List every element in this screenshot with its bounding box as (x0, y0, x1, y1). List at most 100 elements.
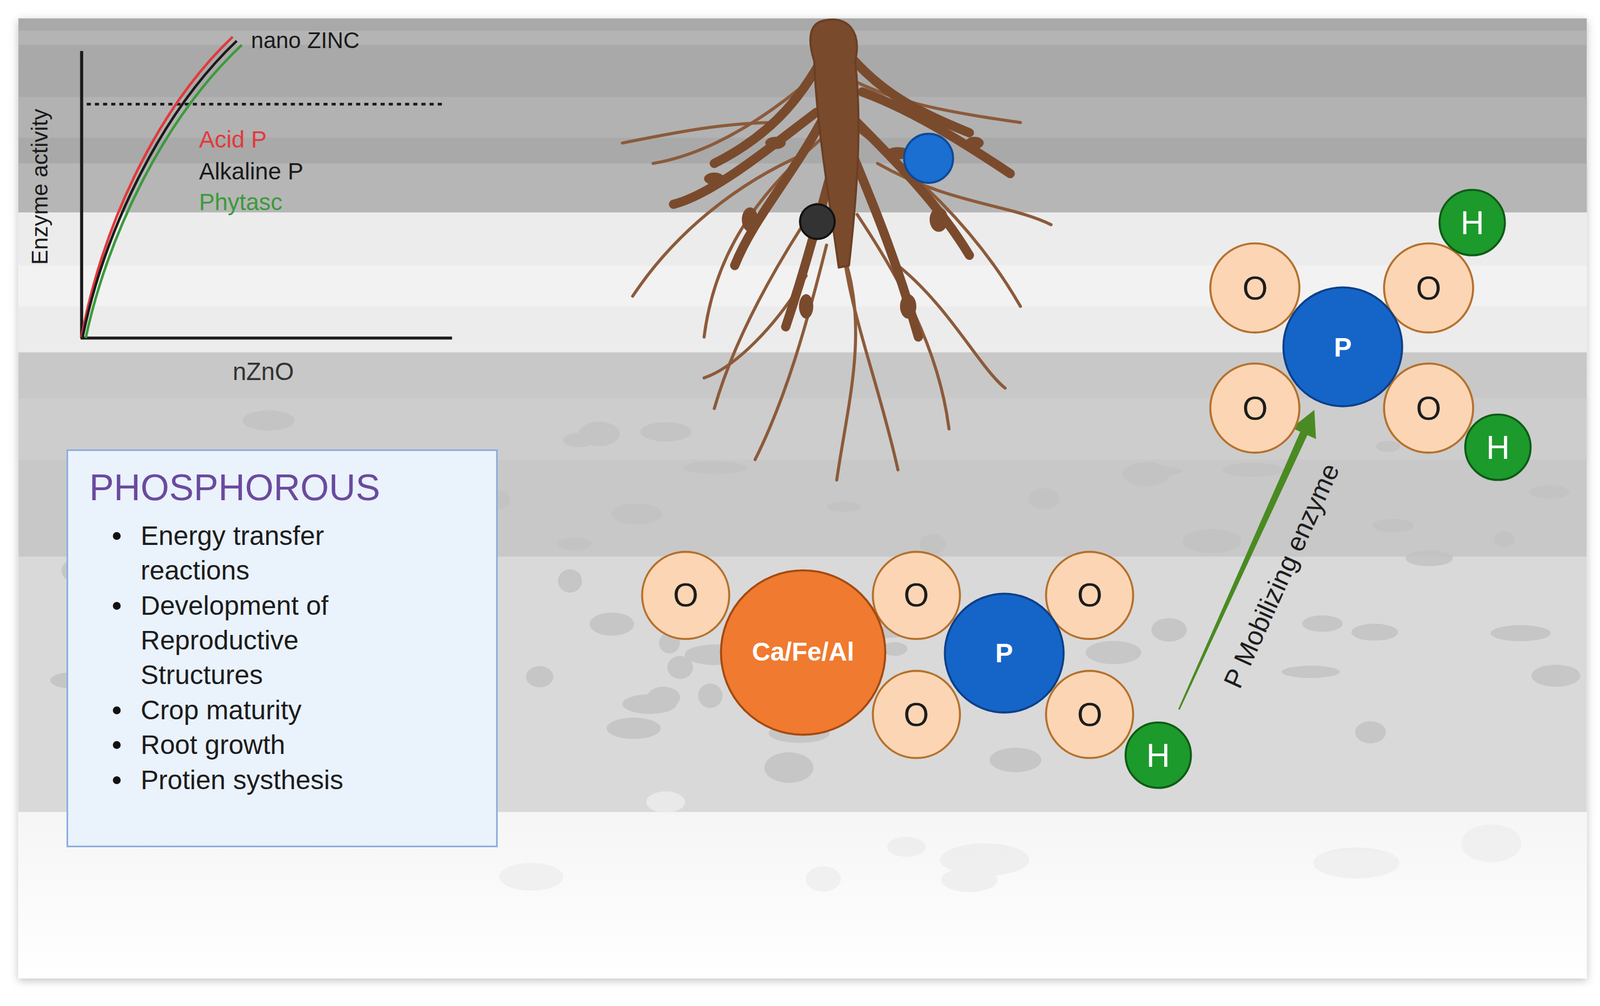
legend-text: Phytasc (198, 188, 283, 216)
phosphorus-atom: P (943, 591, 1066, 714)
atom-symbol: O (903, 695, 930, 733)
pebble (622, 693, 678, 714)
pebble (698, 683, 723, 708)
bullet-dot (112, 601, 121, 610)
pebble (1405, 550, 1454, 567)
pebble (611, 503, 663, 525)
enzyme-chart (80, 36, 452, 338)
atom-circle (1046, 670, 1134, 759)
pebble (1493, 531, 1515, 547)
atom-circle (1046, 551, 1134, 639)
atom-symbol: O (903, 575, 930, 614)
pebble (606, 717, 661, 739)
atom-symbol: P (994, 637, 1013, 669)
atom-circle (1383, 243, 1473, 332)
pebble (826, 501, 861, 512)
pebble (940, 867, 998, 892)
oxygen-atom: O (1208, 362, 1301, 454)
pebble (1461, 824, 1522, 863)
hydrogen-atom: H (1464, 413, 1532, 482)
bullet-text: Protien systhesis (140, 762, 344, 798)
legend-text: Acid P (198, 126, 267, 154)
atom-circle (720, 569, 885, 735)
plant-root (622, 19, 1051, 480)
pebble (589, 612, 635, 636)
pebble (578, 421, 620, 446)
atom-symbol: O (673, 575, 699, 614)
atom-symbol: P (1334, 331, 1352, 363)
pebble (558, 568, 583, 593)
atom-symbol: H (1146, 736, 1170, 774)
atom-circle (1439, 189, 1506, 256)
pebble (1302, 615, 1344, 632)
hydrogen-atom: H (1124, 721, 1193, 789)
atom-symbol: O (1077, 575, 1103, 614)
atom-circle (1210, 363, 1300, 453)
bullet-dot (112, 531, 121, 540)
pebble (764, 751, 814, 783)
pebble (1151, 617, 1188, 642)
atom-symbol: O (1415, 389, 1441, 427)
pebble (805, 865, 841, 892)
bullet-text: Root growth (140, 727, 286, 763)
oxygen-atom: O (1208, 241, 1301, 334)
bullet-text: Crop maturity (140, 692, 302, 728)
pebble (242, 410, 295, 431)
oxygen-atom: O (1044, 669, 1135, 760)
oxygen-atom: O (1044, 550, 1135, 641)
pebble (1531, 664, 1581, 687)
curve-label: nano ZINC (250, 27, 360, 54)
bullet-item: Protien systhesis (101, 762, 480, 798)
pebble (1355, 721, 1387, 744)
pebble (1372, 518, 1414, 532)
bullet-text: Development of Reproductive Structures (140, 588, 376, 693)
oxygen-atom: O (640, 550, 731, 641)
pebble (1182, 529, 1242, 554)
oxygen-atom: O (871, 550, 962, 641)
bullet-dot (112, 706, 121, 714)
box-heading: PHOSPHOROUS (89, 465, 480, 510)
legend-text: Alkaline P (198, 158, 304, 185)
pebble (1490, 625, 1551, 642)
pebble (683, 460, 747, 474)
phosphorus-atom: P (1281, 285, 1404, 408)
pebble (499, 862, 564, 891)
atom-circle (1210, 243, 1300, 332)
atom-symbol: H (1460, 203, 1485, 242)
pebble (1122, 462, 1170, 487)
atom-symbol: O (1415, 269, 1441, 307)
atom-circle (872, 670, 960, 759)
atom-circle (1465, 414, 1531, 480)
axis-title: nZnO (232, 357, 294, 386)
pebble (526, 665, 554, 688)
bullet-item: Energy transfer reactions (101, 518, 480, 589)
pebble (887, 836, 926, 857)
bullet-item: Development of Reproductive Structures (101, 588, 480, 693)
atom-circle (1283, 287, 1403, 407)
pebble (989, 747, 1042, 773)
atom-symbol: O (1242, 269, 1268, 307)
pebble (1085, 640, 1142, 665)
pebble (1529, 484, 1570, 499)
pebble (640, 421, 692, 442)
info-box: PHOSPHOROUS Energy transfer reactionsDeve… (66, 449, 499, 847)
bullet-text: Energy transfer reactions (140, 518, 376, 589)
atom-circle (872, 551, 960, 639)
pebble (1375, 440, 1400, 452)
pebble (1351, 623, 1399, 641)
atom-circle (944, 593, 1064, 713)
oxygen-atom: O (871, 669, 962, 760)
axis-title: Enzyme activity (27, 108, 54, 265)
atom-symbol: O (1242, 389, 1268, 427)
atom-symbol: Ca/Fe/Al (751, 637, 855, 667)
atom-symbol: H (1486, 428, 1510, 466)
atom-symbol: O (1077, 695, 1103, 733)
pebble (556, 537, 592, 550)
atom-circle (641, 551, 730, 639)
oxygen-atom: O (1382, 362, 1475, 454)
bullet-dot (112, 740, 121, 749)
hydrogen-atom: H (1438, 188, 1507, 257)
pebble (1028, 488, 1060, 509)
pebble (1281, 665, 1340, 678)
metal-atom: Ca/Fe/Al (718, 567, 888, 737)
